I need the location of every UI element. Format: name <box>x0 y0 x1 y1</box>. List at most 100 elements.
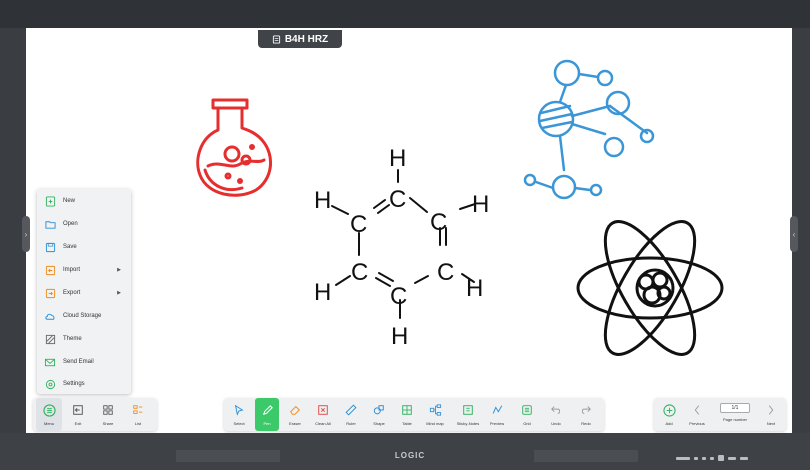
clean-all-icon <box>316 403 330 417</box>
atom-c-right-top: C <box>430 209 447 236</box>
right-side-handle[interactable]: ‹ <box>790 216 798 252</box>
toolbar-label: Shape <box>373 421 385 426</box>
select-icon <box>232 403 246 417</box>
hardware-button[interactable] <box>702 456 706 460</box>
atom-h-left-top: H <box>314 187 331 214</box>
table-icon <box>400 403 414 417</box>
toolbar-label: Menu <box>43 421 54 426</box>
cloud-icon <box>44 310 56 322</box>
hardware-button[interactable] <box>710 456 714 460</box>
atom-c-left-top: C <box>350 211 367 238</box>
toolbar-eraser-button[interactable]: Eraser <box>283 398 307 431</box>
menu-item-open[interactable]: Open <box>37 214 131 234</box>
toolbar-add-page-button[interactable]: Add <box>657 398 681 431</box>
toolbar-label: Clean All <box>315 421 331 426</box>
whiteboard-canvas[interactable] <box>26 28 792 433</box>
toolbar-sticky-notes-button[interactable]: Sticky-Notes <box>453 398 483 431</box>
file-plus-icon <box>44 195 56 207</box>
folder-open-icon <box>44 218 56 230</box>
toolbar-label: Preview <box>489 421 505 426</box>
left-side-handle[interactable]: › <box>22 216 30 252</box>
hardware-buttons <box>676 455 748 461</box>
power-button[interactable] <box>718 455 724 461</box>
atom-c-top: C <box>389 186 406 213</box>
toolbar-list-button[interactable]: List <box>126 398 150 431</box>
benzene-atoms: H C H C C H C C H H C H <box>314 145 489 350</box>
shape-icon <box>372 403 386 417</box>
hardware-button[interactable] <box>740 456 748 460</box>
atom-h-left-bottom: H <box>314 279 331 306</box>
menu-item-cloud-storage[interactable]: Cloud Storage <box>37 306 131 326</box>
atom-h-top: H <box>389 145 406 172</box>
toolbar-label: Ruler <box>346 421 356 426</box>
toolbar-center-group: Select Pen Eraser Clean All Ruler Shape … <box>224 398 604 431</box>
toolbar-redo-button[interactable]: Redo <box>574 398 598 431</box>
hardware-button[interactable] <box>728 456 736 460</box>
toolbar-label: Eraser <box>289 421 301 426</box>
monitor-bottom-bezel <box>0 433 810 470</box>
undo-icon <box>549 403 563 417</box>
monitor-top-bezel <box>0 0 810 28</box>
submenu-arrow-icon: ▶ <box>117 290 121 296</box>
menu-item-theme[interactable]: Theme <box>37 329 131 349</box>
brand-logo: LOGIC <box>394 451 426 460</box>
toolbar-undo-button[interactable]: Undo <box>544 398 568 431</box>
toolbar-exit-button[interactable]: Exit <box>66 398 90 431</box>
toolbar-label: Previous <box>689 421 705 426</box>
document-icon <box>272 34 280 44</box>
molecule-drawing <box>523 59 655 200</box>
menu-item-save[interactable]: Save <box>37 237 131 257</box>
toolbar-menu-button[interactable]: Menu <box>36 398 62 431</box>
toolbar-share-button[interactable]: Share <box>96 398 120 431</box>
hardware-button[interactable] <box>694 456 698 460</box>
import-icon <box>44 264 56 276</box>
eraser-icon <box>288 403 302 417</box>
toolbar-previous-page-button[interactable]: Previous <box>685 398 709 431</box>
toolbar-page-number[interactable]: 1/1 Page number <box>714 398 756 431</box>
grid-icon <box>520 403 534 417</box>
toolbar-left-group: Menu Exit Share List <box>33 398 157 431</box>
menu-item-label: Open <box>63 221 78 227</box>
preview-icon <box>490 403 504 417</box>
atom-c-right-bottom: C <box>437 259 454 286</box>
toolbar-shape-button[interactable]: Shape <box>367 398 391 431</box>
submenu-arrow-icon: ▶ <box>117 267 121 273</box>
menu-item-label: Save <box>63 244 77 250</box>
toolbar-label: Redo <box>581 421 591 426</box>
pen-icon <box>260 403 274 417</box>
toolbar-preview-button[interactable]: Preview <box>485 398 509 431</box>
menu-item-label: Import <box>63 267 81 273</box>
toolbar-pen-button[interactable]: Pen <box>255 398 279 431</box>
add-circle-icon <box>662 403 676 417</box>
toolbar-label: Next <box>766 421 776 426</box>
menu-item-new[interactable]: New <box>37 191 131 211</box>
menu-item-export[interactable]: Export ▶ <box>37 283 131 303</box>
left-speaker-grille <box>176 450 280 462</box>
chevron-left-icon: ‹ <box>792 229 796 239</box>
theme-icon <box>44 333 56 345</box>
page-number-box[interactable]: 1/1 <box>720 403 750 413</box>
menu-item-import[interactable]: Import ▶ <box>37 260 131 280</box>
toolbar-next-page-button[interactable]: Next <box>759 398 783 431</box>
exit-icon <box>71 403 85 417</box>
gear-icon <box>44 378 56 390</box>
document-title-chip[interactable]: B4H HRZ <box>258 30 342 48</box>
atom-c-bottom: C <box>390 283 407 310</box>
toolbar-mind-map-button[interactable]: Mind map <box>423 398 447 431</box>
menu-item-send-email[interactable]: Send Email <box>37 352 131 372</box>
toolbar-clean-all-button[interactable]: Clean All <box>311 398 335 431</box>
save-icon <box>44 241 56 253</box>
menu-item-label: Send Email <box>63 359 94 365</box>
hardware-button[interactable] <box>676 456 690 460</box>
toolbar-label: Select <box>233 421 245 426</box>
menu-item-settings[interactable]: Settings <box>37 374 131 394</box>
toolbar-label: Page number <box>722 417 747 422</box>
toolbar-select-button[interactable]: Select <box>227 398 251 431</box>
toolbar-label: Pen <box>263 421 271 426</box>
toolbar-grid-button[interactable]: Grid <box>515 398 539 431</box>
share-icon <box>101 403 115 417</box>
toolbar-ruler-button[interactable]: Ruler <box>339 398 363 431</box>
atom-h-bottom: H <box>391 323 408 350</box>
toolbar-table-button[interactable]: Table <box>395 398 419 431</box>
